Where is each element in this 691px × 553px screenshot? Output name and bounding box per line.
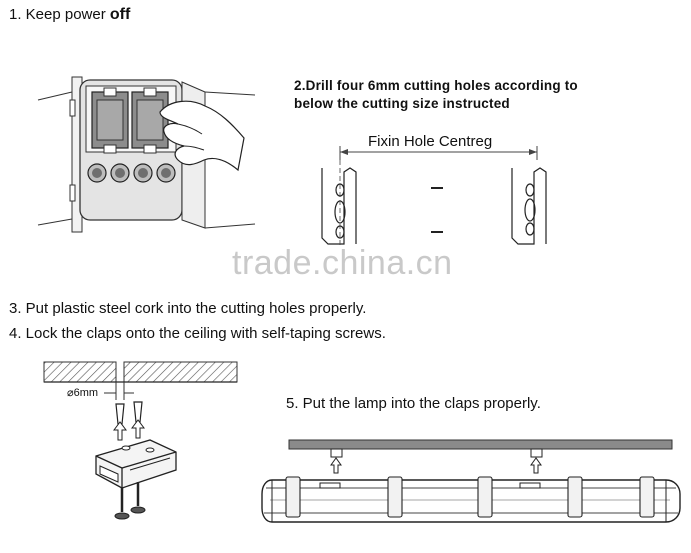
step2-line1: 2.Drill four 6mm cutting holes according…	[294, 78, 578, 93]
ceiling-clip-illustration	[43, 361, 238, 520]
step3-text: 3. Put plastic steel cork into the cutti…	[9, 300, 367, 317]
hole-centre-diagram	[321, 146, 547, 246]
step5-text: 5. Put the lamp into the claps properly.	[286, 395, 541, 412]
watermark-text: trade.china.cn	[232, 244, 453, 282]
step2-line2: below the cutting size instructed	[294, 96, 510, 111]
lamp-illustration	[261, 439, 681, 523]
step1-bold: off	[109, 6, 131, 23]
diameter-label: ⌀6mm	[67, 387, 99, 399]
step4-text: 4. Lock the claps onto the ceiling with …	[9, 325, 386, 342]
power-panel-illustration	[37, 76, 256, 233]
step1-prefix: 1. Keep power	[9, 6, 110, 23]
fixin-hole-label: Fixin Hole Centreg	[368, 133, 493, 150]
step1-text: 1. Keep power off	[9, 6, 130, 24]
